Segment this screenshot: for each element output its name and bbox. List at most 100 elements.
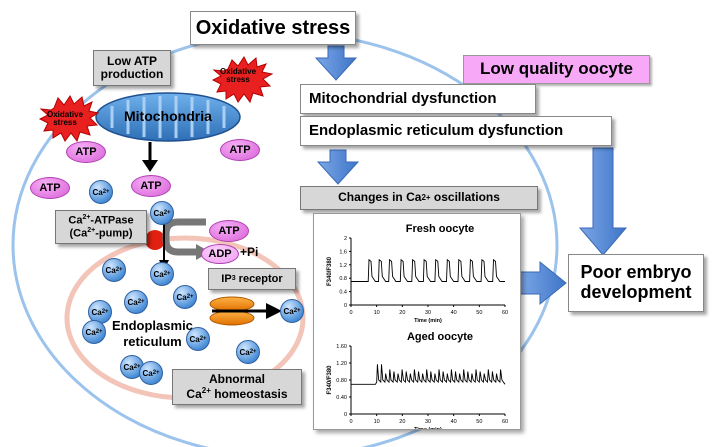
chart-0-ytick-label-3: 1.2	[339, 263, 347, 269]
ip3-sub: 3	[231, 275, 236, 283]
atp-pill-2: ATP	[220, 139, 260, 161]
ip3-receptor-text: receptor	[235, 272, 283, 285]
chart-0-ytick-label-4: 1.6	[339, 249, 347, 255]
chart-1-ylabel: F340/F380	[327, 365, 333, 395]
chart-1-ytick-label-0: 0	[344, 412, 347, 418]
oxidative-burst-left	[38, 95, 100, 143]
ca-atpase-ca: Ca	[68, 214, 83, 227]
low-atp-line1: Low ATP	[107, 53, 157, 68]
chart-1-xtick-label-1: 10	[374, 419, 380, 425]
low-quality-oocyte-label: Low quality oocyte	[463, 55, 650, 84]
er-label: Endoplasmic reticulum	[112, 318, 193, 349]
mitochondrial-dysfunction-box: Mitochondrial dysfunction	[300, 84, 536, 114]
chart-0-ylabel: F340/F380	[327, 256, 333, 286]
ca-pump-text: -pump)	[95, 227, 133, 240]
ca-atpase-sup: 2+	[82, 214, 91, 222]
er-label-line1: Endoplasmic	[112, 318, 193, 333]
chart-1-xtick-label-4: 40	[451, 419, 457, 425]
chart-0-ytick-label-1: 0.4	[339, 290, 347, 296]
abnormal-text: homeostasis	[210, 386, 288, 401]
chart-1-xtick-label-3: 30	[425, 419, 431, 425]
poor-embryo-box: Poor embryo development	[568, 254, 704, 312]
abnormal-sup: 2+	[201, 385, 211, 395]
chart-1-xlabel: Time (min)	[414, 427, 442, 429]
adp-pill: ADP	[201, 244, 239, 264]
chart-1-xtick-label-5: 50	[476, 419, 482, 425]
atp-pill-4: ATP	[131, 175, 171, 197]
chart-0-ytick-label-5: 2	[344, 236, 347, 242]
pi-label: +Pi	[240, 245, 259, 259]
chart-0-xtick-label-4: 40	[451, 310, 457, 316]
low-atp-line2: production	[100, 67, 164, 81]
arrow-lowquality-to-poor	[578, 147, 628, 256]
ca-pump-ca: (Ca	[69, 227, 88, 240]
burst-right-line2: stress	[226, 75, 250, 85]
chart-1-ytick-label-4: 1.60	[336, 344, 347, 350]
chart-1-xtick-label-0: 0	[349, 419, 352, 425]
ca-pump-sup: 2+	[87, 227, 96, 234]
er-dysfunction-box: Endoplasmic reticulum dysfunction	[300, 116, 612, 146]
chart-1-ytick-label-3: 1.20	[336, 361, 347, 367]
chart-0-xtick-label-5: 50	[476, 310, 482, 316]
chart-0-xlabel: Time (min)	[414, 318, 442, 324]
chart-0-xtick-label-1: 10	[374, 310, 380, 316]
atp-pill-1: ATP	[66, 141, 106, 163]
burst-right-line1: Oxidative	[220, 67, 257, 76]
chart-0-ytick-label-0: 0	[344, 303, 347, 309]
arrow-oxidative-to-dysfunction	[314, 45, 358, 81]
chart-1-trace	[351, 364, 506, 385]
chart-0-trace	[351, 258, 505, 282]
chart-0-title: Fresh oocyte	[406, 223, 474, 235]
poor-embryo-line1: Poor embryo	[580, 262, 692, 283]
mitochondria-label: Mitochondria	[124, 108, 212, 124]
arrow-panel-to-poor	[519, 260, 567, 306]
changes-sup: 2+	[421, 192, 431, 202]
changes-text2: oscillations	[430, 190, 500, 205]
oxidative-burst-right-text: Oxidative stress	[220, 67, 257, 85]
chart-1-xtick-label-2: 20	[399, 419, 405, 425]
atp-pill-5: ATP	[209, 220, 249, 242]
poor-embryo-line2: development	[580, 282, 692, 302]
er-label-line2: reticulum	[123, 333, 182, 349]
burst-left-line2: stress	[53, 118, 77, 128]
burst-left-line1: Oxidative	[47, 110, 84, 119]
ca-atpase-text: -ATPase	[90, 214, 134, 227]
chart-1-ytick-label-1: 0.40	[336, 395, 347, 401]
ip3-text: IP	[221, 272, 232, 285]
oxidative-burst-right	[211, 56, 274, 104]
ca-atpase-line2: (Ca2+-pump)	[70, 227, 133, 240]
changes-text: Changes in Ca	[338, 190, 422, 205]
abnormal-ca: Ca	[186, 386, 202, 401]
abnormal-line1: Abnormal	[208, 372, 265, 387]
chart-0-xtick-label-6: 60	[502, 310, 508, 316]
chart-0-ytick-label-2: 0.8	[339, 276, 347, 282]
oxidative-burst-left-text: Oxidative stress	[47, 110, 84, 128]
abnormal-line2: Ca2+ homeostasis	[186, 385, 288, 401]
chart-0-xtick-label-2: 20	[399, 310, 405, 316]
oxidative-stress-title: Oxidative stress	[190, 11, 356, 45]
chart-0-xtick-label-0: 0	[349, 310, 352, 316]
ca-atpase-box: Ca2+-ATPase (Ca2+-pump)	[55, 210, 147, 244]
chart-1-xtick-label-6: 60	[502, 419, 508, 425]
mitochondria-shape	[95, 92, 241, 142]
chart-0-xtick-label-3: 30	[425, 310, 431, 316]
low-atp-production-box: Low ATP production	[93, 50, 171, 86]
atp-pill-3: ATP	[30, 177, 70, 199]
chart-1-title: Aged oocyte	[407, 331, 473, 343]
